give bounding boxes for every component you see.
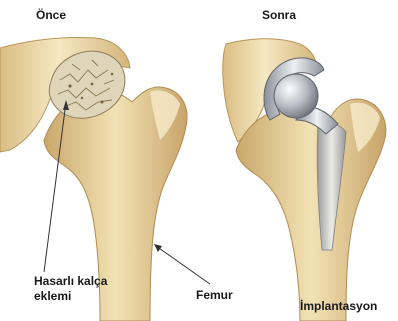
damaged-joint-label-line1: Hasarlı kalça — [34, 274, 107, 289]
damaged-joint-label: Hasarlı kalça eklemi — [34, 274, 107, 304]
pointer-femur — [154, 244, 210, 284]
femur-label: Femur — [196, 288, 233, 303]
before-title: Önce — [36, 8, 66, 23]
damaged-joint-label-line2: eklemi — [34, 289, 107, 304]
after-title: Sonra — [262, 8, 296, 23]
implant-label: İmplantasyon — [300, 299, 377, 314]
after-femur — [236, 99, 386, 321]
